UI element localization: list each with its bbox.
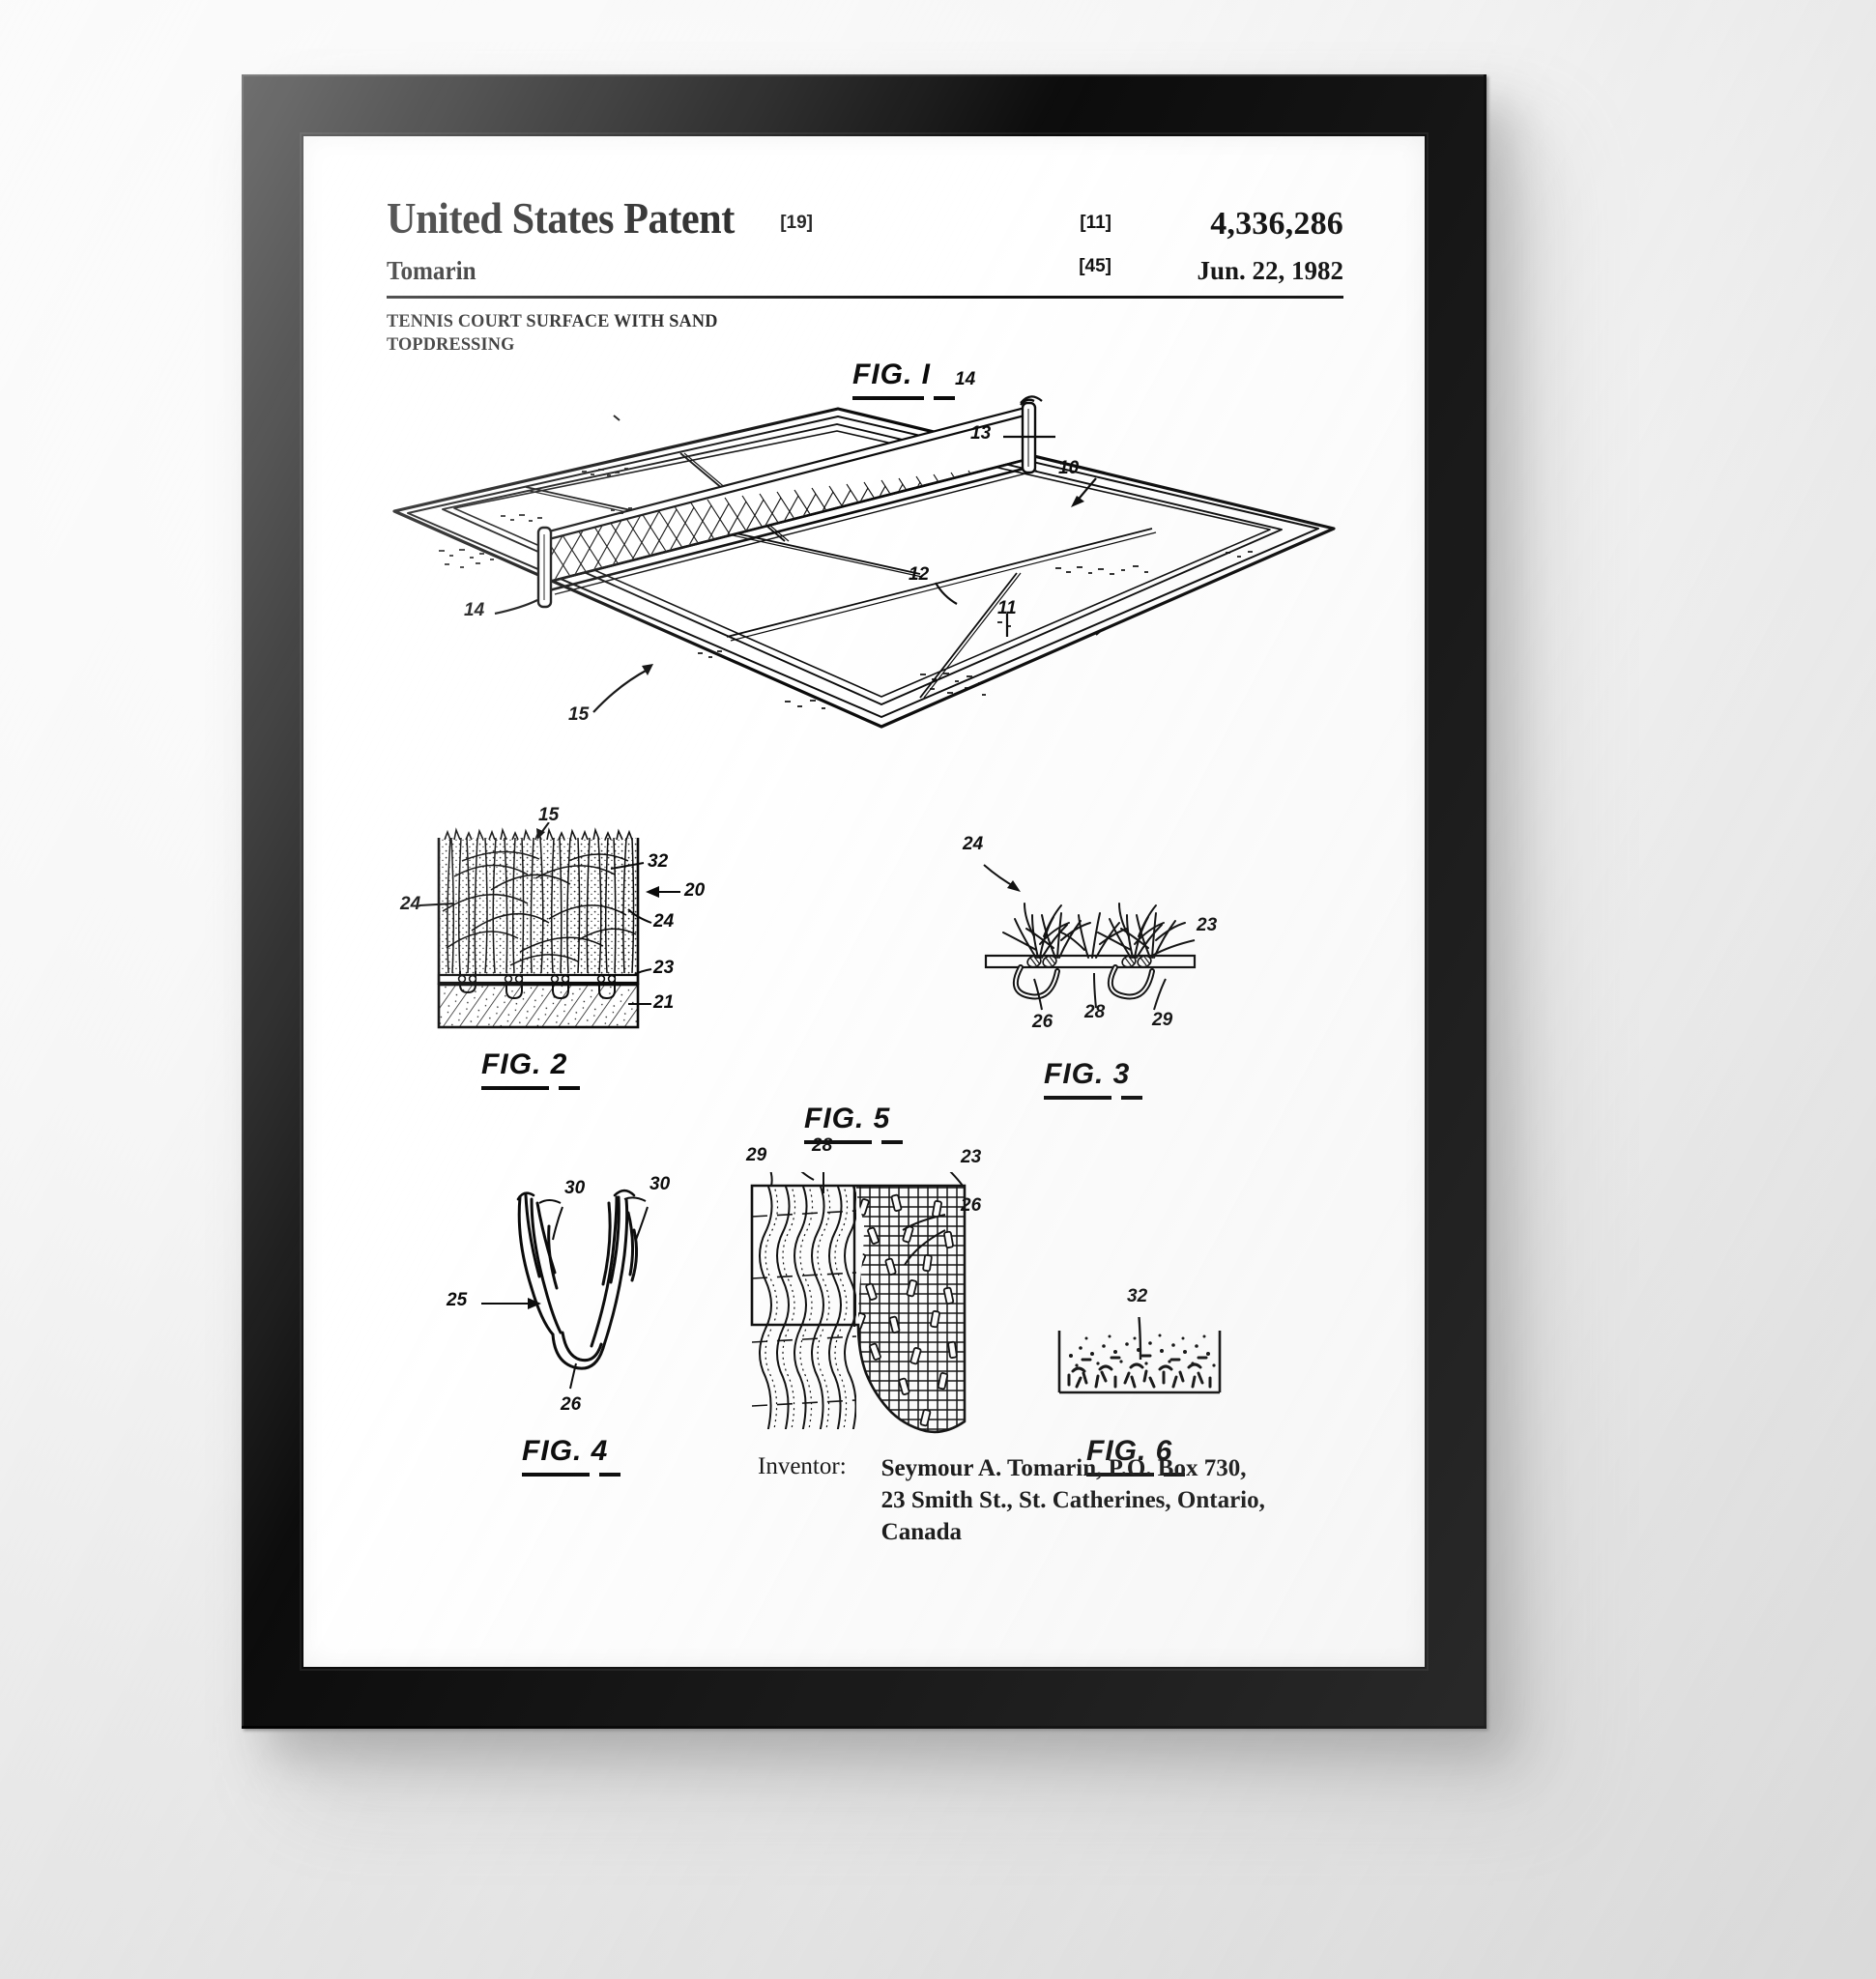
fig2-ref-15: 15 [538,805,560,825]
figure-4-drawing [481,1189,649,1390]
figure-2-drawing [418,822,680,1029]
figure-1-drawing [392,395,1336,729]
fig1-ref-10: 10 [1058,458,1080,478]
header-right-second: [45] Jun. 22, 1982 [1079,256,1343,284]
inventor-line-1: Seymour A. Tomarin, P.O. Box 730, [880,1455,1247,1481]
inventor-line-3: Canada [880,1519,963,1545]
inventor-block: Inventor: Seymour A. Tomarin, P.O. Box 7… [758,1452,1357,1548]
patent-poster-paper: United States Patent [19] [11] 4,336,286… [303,136,1425,1667]
bracket-11: [11] [1080,213,1111,233]
figure-5: FIG. 5 [740,1103,1001,1450]
fig1-ref-13: 13 [970,423,992,444]
figure-2: 15 32 20 24 24 23 21 FIG. 2 [400,805,723,1090]
fig5-ref-28: 28 [812,1135,833,1156]
fig1-ref-12: 12 [909,564,930,585]
fig6-ref-32: 32 [1127,1286,1148,1306]
fig4-ref-30-left: 30 [564,1178,586,1198]
header-rule [387,296,1343,299]
sand-particles [1067,1334,1216,1389]
fig4-ref-25: 25 [447,1290,468,1310]
fig1-ref-15: 15 [568,704,590,725]
frame-edge-left [242,74,244,1729]
figure-6: 32 FIG. 6 [1038,1286,1280,1477]
net-post-left [536,526,553,609]
fig2-ref-32: 32 [648,851,669,872]
fig3-ref-29: 29 [1152,1010,1173,1030]
figure-1: FIG. I [379,359,1355,764]
frame-edge-bottom [242,1726,1486,1729]
fig2-ref-20: 20 [684,880,706,901]
frame-edge-top [242,74,1486,76]
fig4-ref-30-right: 30 [649,1174,671,1194]
picture-frame: United States Patent [19] [11] 4,336,286… [242,74,1486,1729]
figure-4: 30 30 25 26 FIG. 4 [447,1161,700,1477]
fig4-ref-26: 26 [561,1394,582,1415]
figure-3-label: FIG. 3 [1044,1058,1142,1100]
patent-date: Jun. 22, 1982 [1197,256,1343,285]
invention-title-line-1: TENNIS COURT SURFACE WITH SAND [387,311,718,331]
inventor-address: Seymour A. Tomarin, P.O. Box 730, 23 Smi… [881,1452,1265,1548]
figure-3: 24 23 26 28 29 FIG. 3 [959,830,1249,1100]
header-row-top: United States Patent [19] [11] 4,336,286 [387,196,1343,241]
fig2-ref-23: 23 [653,958,675,978]
fig1-ref-11: 11 [997,598,1017,618]
figure-4-label: FIG. 4 [522,1435,621,1477]
fig5-ref-29: 29 [746,1145,767,1165]
fig5-ref-23: 23 [961,1147,982,1167]
fig2-ref-21: 21 [653,992,675,1013]
inventor-label: Inventor: [758,1453,847,1479]
fig3-ref-23: 23 [1197,915,1218,935]
fig5-ref-26: 26 [961,1195,982,1216]
inventor-line-2: 23 Smith St., St. Catherines, Ontario, [880,1487,1265,1513]
bracket-45: [45] [1079,256,1111,276]
figure-5-label: FIG. 5 [804,1103,903,1144]
fig3-ref-24: 24 [963,834,984,854]
fig3-ref-26: 26 [1032,1012,1053,1032]
figure-2-label: FIG. 2 [481,1048,580,1090]
patent-number: 4,336,286 [1210,206,1343,242]
patent-document: United States Patent [19] [11] 4,336,286… [303,136,1425,1667]
inventor-surname: Tomarin [387,256,476,285]
patent-header: United States Patent [19] [11] 4,336,286… [387,196,1343,357]
fig3-ref-28: 28 [1084,1002,1106,1022]
fig2-ref-24-right: 24 [653,911,675,932]
header-row-second: Tomarin [45] Jun. 22, 1982 [387,256,1343,284]
figure-1-label: FIG. I [852,359,955,400]
fig2-ref-24-left: 24 [400,894,421,914]
page-title: United States Patent [387,193,735,243]
figure-6-drawing [1057,1317,1222,1394]
fig1-ref-14-right: 14 [955,369,976,389]
fig1-ref-14-left: 14 [464,600,485,620]
invention-title-line-2: TOPDRESSING [387,334,515,355]
bracket-19: [19] [780,213,813,233]
frame-edge-right [1484,74,1486,1729]
header-right-top: [11] 4,336,286 [1080,208,1343,241]
